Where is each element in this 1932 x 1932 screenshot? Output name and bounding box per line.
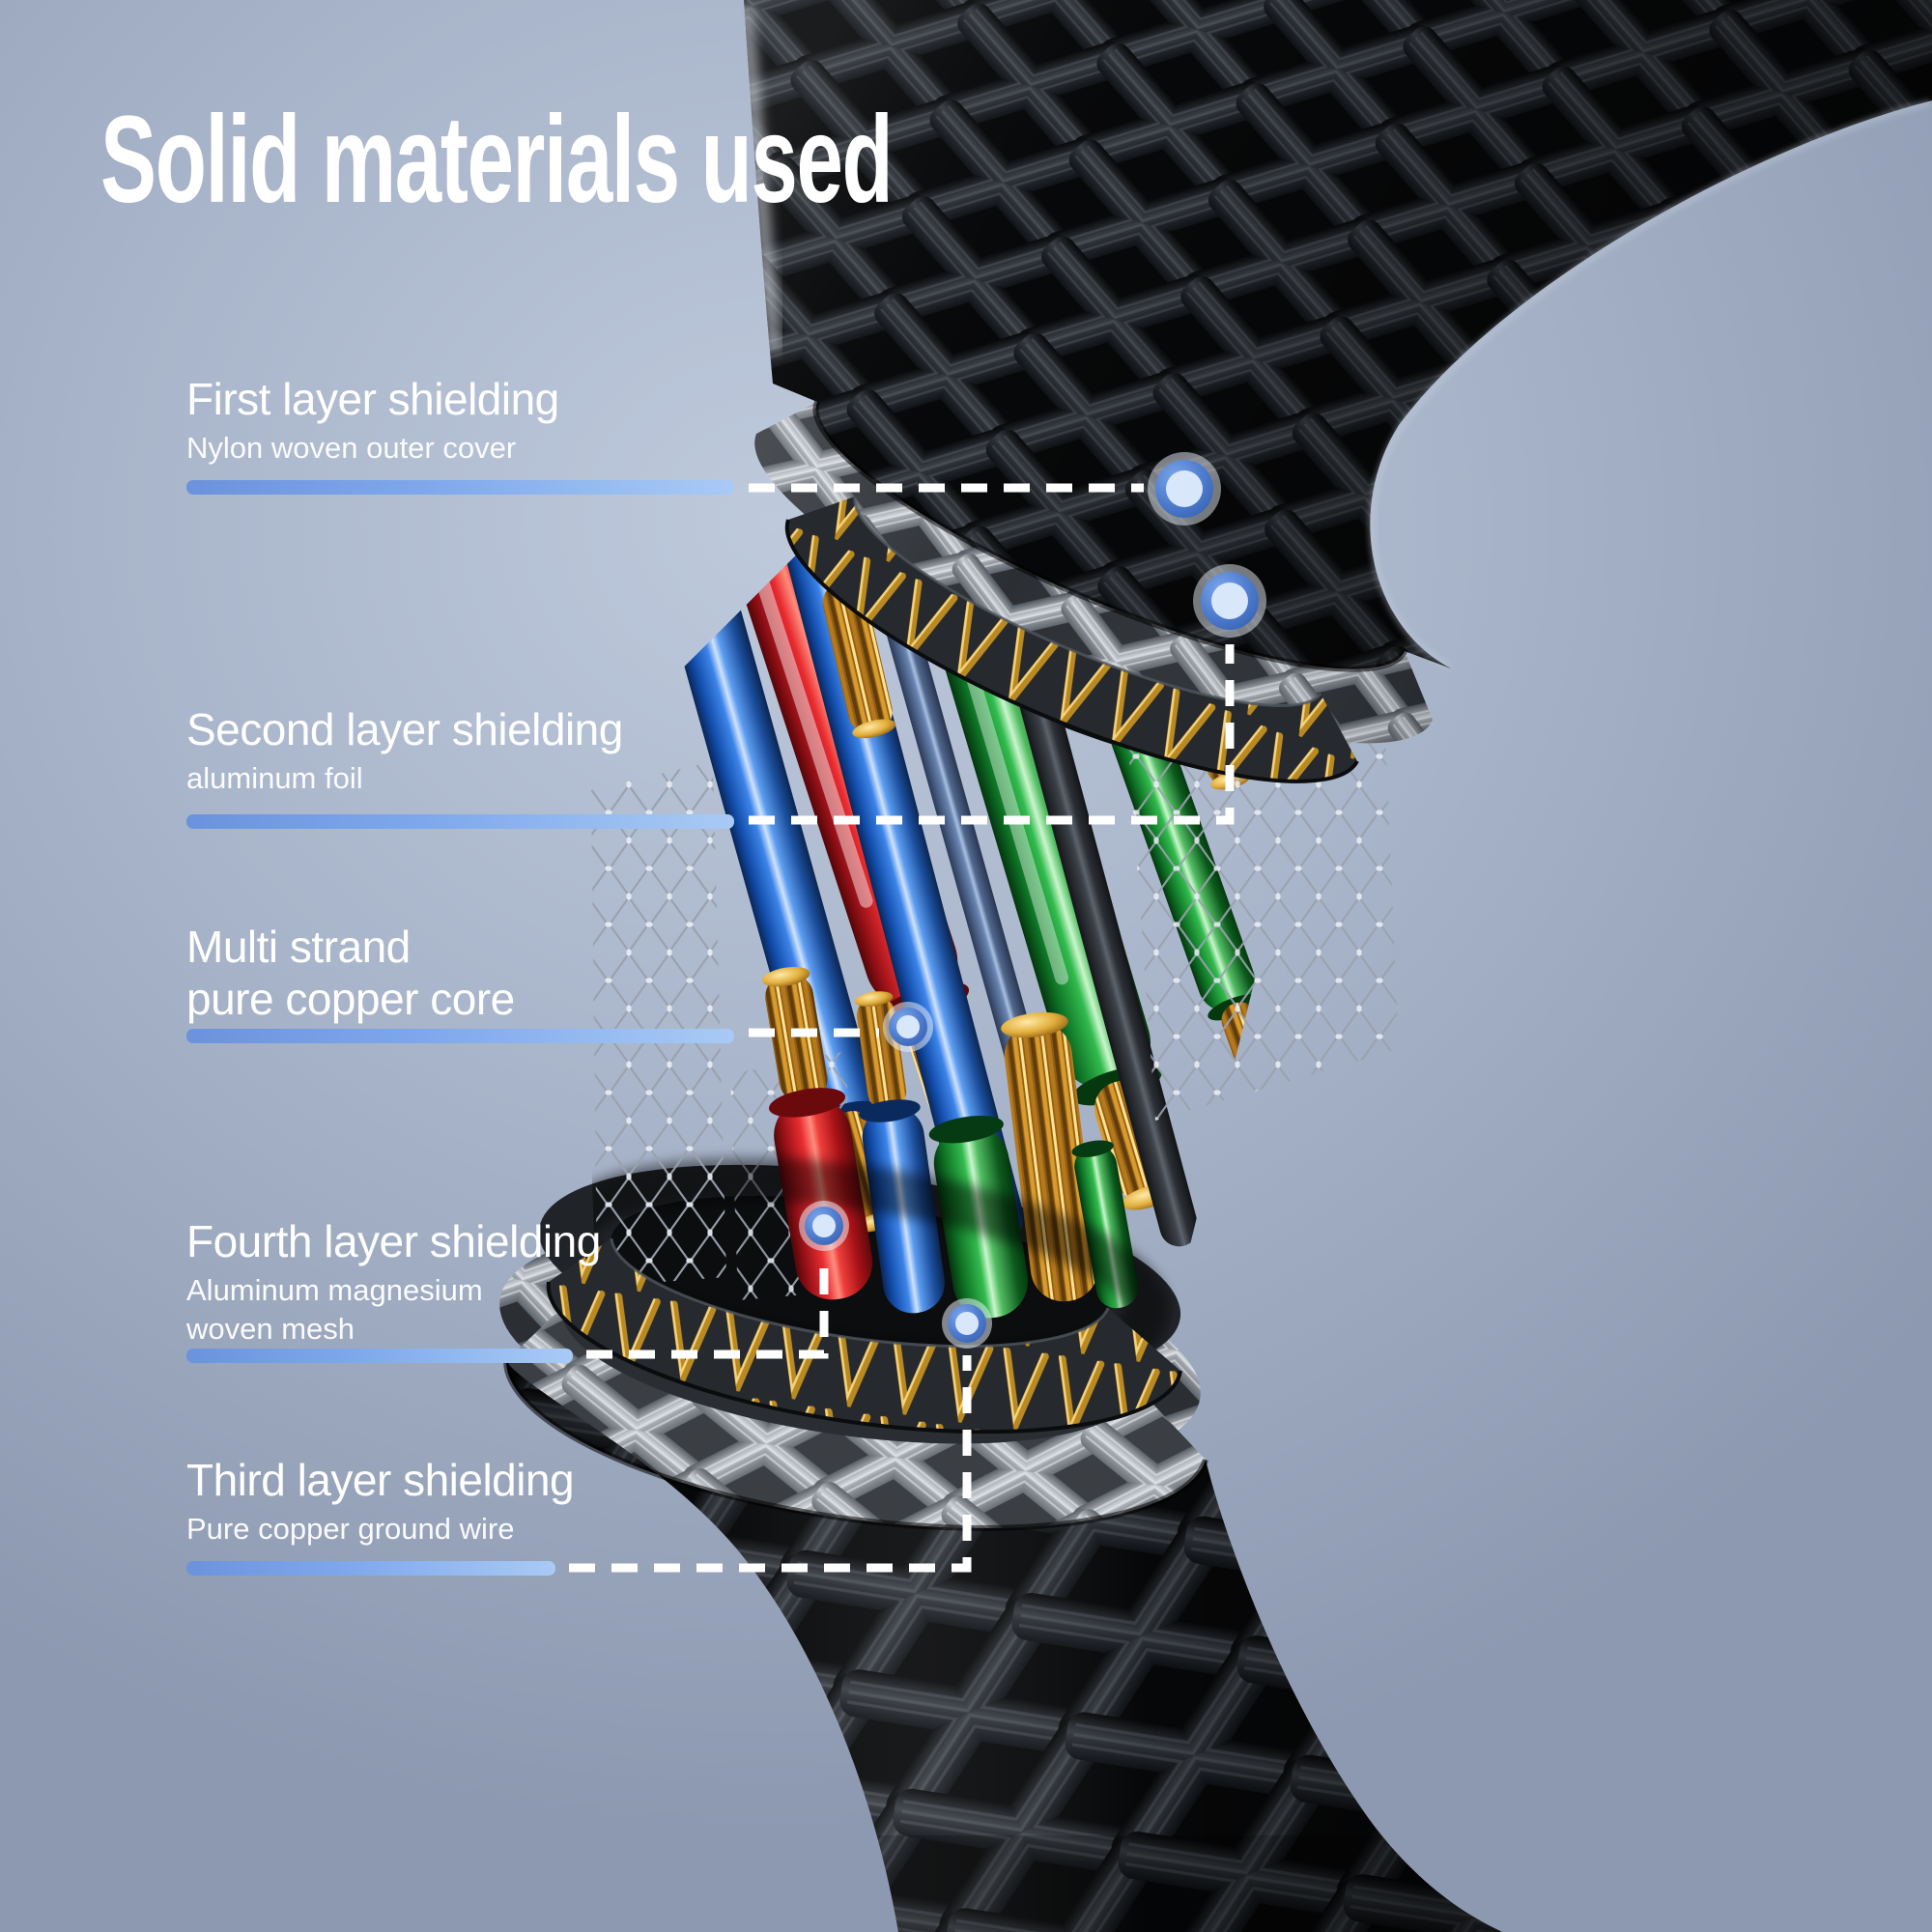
accent-bar xyxy=(186,480,734,495)
callout-heading: Fourth layer shielding xyxy=(186,1216,601,1266)
callout-subheading: aluminum foil xyxy=(186,761,363,795)
callout-third-layer: Third layer shielding Pure copper ground… xyxy=(186,1454,575,1576)
page-title: Solid materials used xyxy=(100,91,894,229)
marker-third-layer-icon xyxy=(942,1298,992,1349)
marker-first-layer-icon xyxy=(1148,452,1221,526)
callout-heading: First layer shielding xyxy=(186,374,559,424)
wire-steel-thin xyxy=(862,527,1058,1144)
callout-second-layer: Second layer shielding aluminum foil xyxy=(186,703,734,829)
accent-bar xyxy=(186,1349,573,1363)
connector-second-layer xyxy=(749,644,1235,825)
marker-fourth-layer-icon xyxy=(799,1201,849,1251)
marker-second-layer-icon xyxy=(1193,564,1266,638)
accent-bar xyxy=(186,1561,555,1576)
callout-markers xyxy=(799,452,1266,1349)
callout-first-layer: First layer shielding Nylon woven outer … xyxy=(186,373,734,495)
connector-fourth-layer xyxy=(586,1257,829,1359)
copper-strand-stub-left xyxy=(822,581,896,739)
callout-heading: Third layer shielding xyxy=(186,1455,575,1505)
callout-subheading: Pure copper ground wire xyxy=(186,1512,515,1546)
callout-connectors xyxy=(569,483,1235,1573)
connector-third-layer xyxy=(569,1355,972,1573)
callout-heading: Multi strand pure copper core xyxy=(186,922,515,1024)
accent-bar xyxy=(186,814,734,829)
callout-fourth-layer: Fourth layer shielding Aluminum magnesiu… xyxy=(186,1215,601,1363)
lower-silver-mesh-band xyxy=(506,1308,1206,1528)
wire-mesh-left xyxy=(591,761,726,1287)
wire-blue-mid xyxy=(781,508,1024,1249)
marker-copper-core-icon xyxy=(883,1002,933,1052)
callout-heading: Second layer shielding xyxy=(186,704,623,754)
callout-subheading: Aluminum magnesium woven mesh xyxy=(186,1273,483,1346)
accent-bar xyxy=(186,1029,734,1043)
wire-black xyxy=(989,571,1199,1247)
callout-copper-core: Multi strand pure copper core xyxy=(186,921,734,1043)
callout-subheading: Nylon woven outer cover xyxy=(186,431,517,465)
